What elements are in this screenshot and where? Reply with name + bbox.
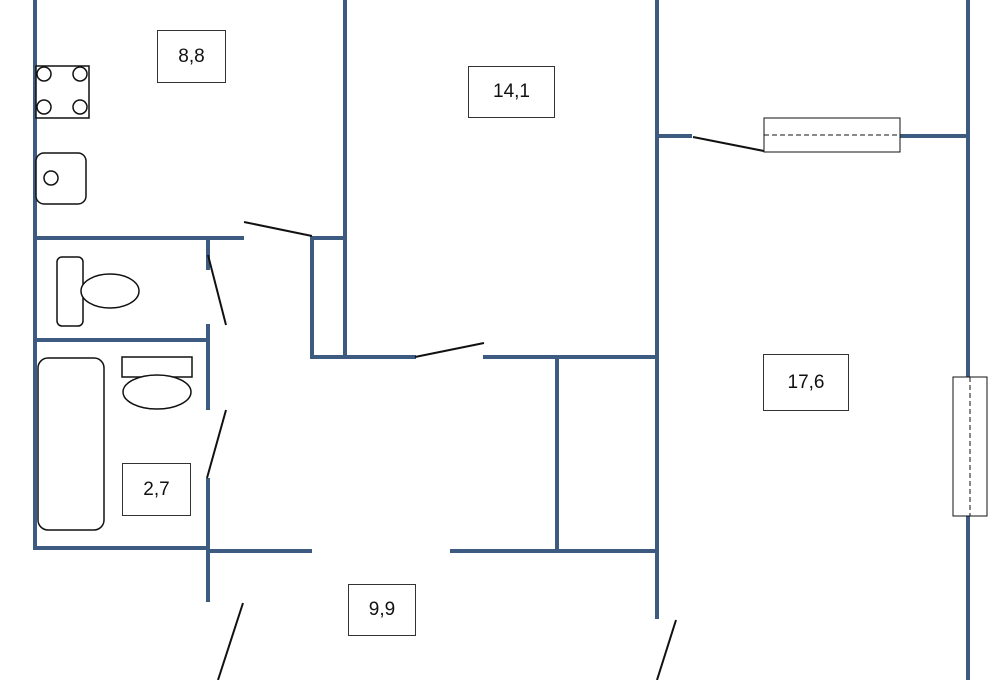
middle-room-area-label: 14,1 (468, 66, 555, 118)
right-room-door (656, 619, 677, 680)
right-room-area-label: 17,6 (763, 354, 849, 411)
bathroom-area-label: 2,7 (122, 463, 191, 516)
washbasin-icon (121, 356, 193, 410)
bathroom-door (206, 409, 227, 479)
right-room-area-value: 17,6 (787, 371, 825, 393)
kitchen-sink-icon (35, 152, 87, 205)
middle-room-area-value: 14,1 (493, 81, 530, 102)
bathroom-area-value: 2,7 (143, 478, 170, 500)
hallway-area-value: 9,9 (368, 599, 396, 620)
fixtures (35, 65, 193, 531)
toilet-icon (56, 256, 140, 327)
doors (206, 136, 765, 680)
windows (763, 117, 988, 517)
kitchen-door (243, 221, 313, 237)
kitchen-area-label: 8,8 (157, 30, 226, 83)
kitchen-area-value: 8,8 (178, 45, 205, 67)
middle-room-door (414, 342, 485, 358)
hallway-area-label: 9,9 (348, 584, 416, 636)
balcony-door (692, 136, 765, 152)
bathtub-icon (37, 357, 105, 531)
entrance-door (217, 602, 244, 680)
stove-icon (35, 65, 90, 119)
toilet-door (207, 254, 227, 326)
walls (33, 0, 970, 680)
